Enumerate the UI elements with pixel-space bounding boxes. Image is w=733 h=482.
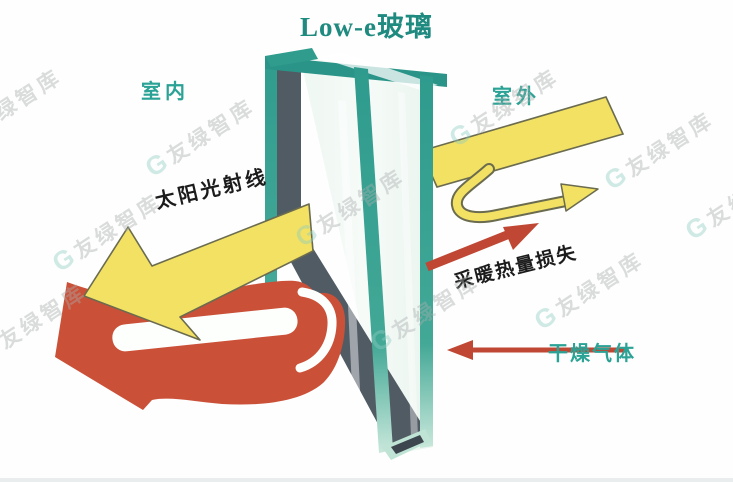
glass-dark-edge-vertical xyxy=(277,54,301,239)
dry-gas-label: 干燥气体 xyxy=(548,343,636,365)
outdoor-label: 室外 xyxy=(492,86,540,108)
indoor-label: 室内 xyxy=(141,81,189,103)
diagram-title: Low-e玻璃 xyxy=(300,12,433,42)
reflected-sunlight-arrow xyxy=(450,163,599,224)
dry-gas-arrow xyxy=(447,340,626,360)
glass-right-pane-edge xyxy=(420,75,433,448)
glass-middle-pane-edge xyxy=(354,67,393,453)
bottom-edge-strip xyxy=(0,478,733,482)
sunlight-arrow-indoor xyxy=(83,203,314,341)
sunlight-beam-outdoor xyxy=(419,96,625,188)
heat-loss-arrow xyxy=(425,223,539,272)
